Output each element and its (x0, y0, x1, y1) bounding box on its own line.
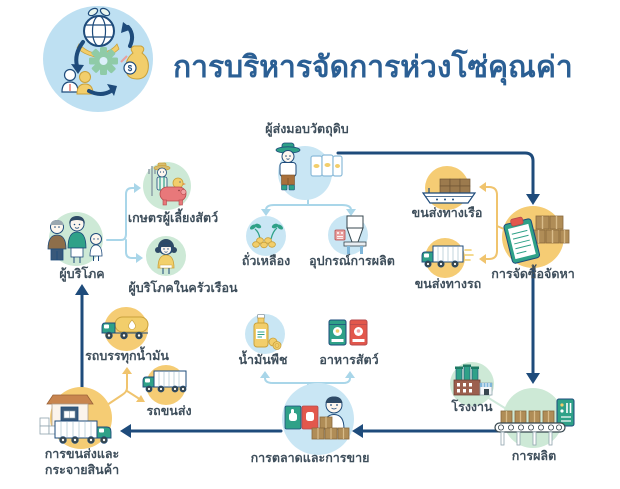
marketing-sales-label: การตลาดและการขาย (250, 451, 370, 465)
value-chain-cycle-icon: $ (37, 4, 159, 114)
ship-transport-label: ขนส่งทางเรือ (411, 206, 483, 220)
road-transport-label: ขนส่งทางรถ (414, 277, 482, 291)
transport-truck-label: รถขนส่ง (146, 404, 192, 418)
distribution-label-line2: กระจายสินค้า (44, 463, 120, 477)
vegetable-oil-icon (242, 311, 288, 357)
animal-feed-label: อาหารสัตว์ (319, 353, 379, 367)
procurement-label: การจัดซื้อจัดหา (491, 267, 575, 281)
soybean-label: ถั่วเหลือง (241, 254, 291, 268)
page-title: การบริหารจัดการห่วงโซ่คุณค่า (173, 51, 573, 84)
svg-text:$: $ (128, 64, 133, 73)
marketing-sales-icon (272, 381, 364, 461)
ship-icon (417, 164, 479, 212)
distribution-label-line1: การขนส่งและ (44, 447, 120, 461)
household-consumer-label: ผู้บริโภคในครัวเรือน (128, 281, 238, 295)
road-truck-icon (417, 238, 475, 280)
supplier-label: ผู้ส่งมอบวัตถุดิบ (265, 122, 349, 136)
transport-truck-icon (138, 365, 194, 405)
household-consumer-icon (142, 234, 190, 280)
supplier-icon (267, 140, 345, 204)
production-equipment-label: อุปกรณ์การผลิต (309, 254, 395, 268)
soybean-icon (244, 214, 288, 258)
vegetable-oil-label: น้ำมันพืช (238, 353, 288, 367)
factory-icon (444, 360, 500, 408)
factory-label: โรงงาน (451, 400, 493, 414)
production-conveyor-icon (487, 383, 579, 457)
livestock-farmer-icon (138, 160, 196, 212)
production-label: การผลิต (511, 449, 557, 463)
production-equipment-icon (324, 212, 376, 258)
consumer-family-icon (43, 211, 113, 269)
livestock-farmer-label: เกษตรผู้เลี้ยงสัตว์ (127, 211, 219, 225)
animal-feed-icon (327, 315, 369, 351)
procurement-icon (494, 204, 572, 276)
oil-tanker-truck-icon (96, 307, 156, 351)
consumer-label: ผู้บริโภค (59, 267, 105, 281)
oil-tanker-label: รถบรรทุกน้ำมัน (85, 349, 169, 363)
distribution-warehouse-icon (35, 381, 127, 461)
